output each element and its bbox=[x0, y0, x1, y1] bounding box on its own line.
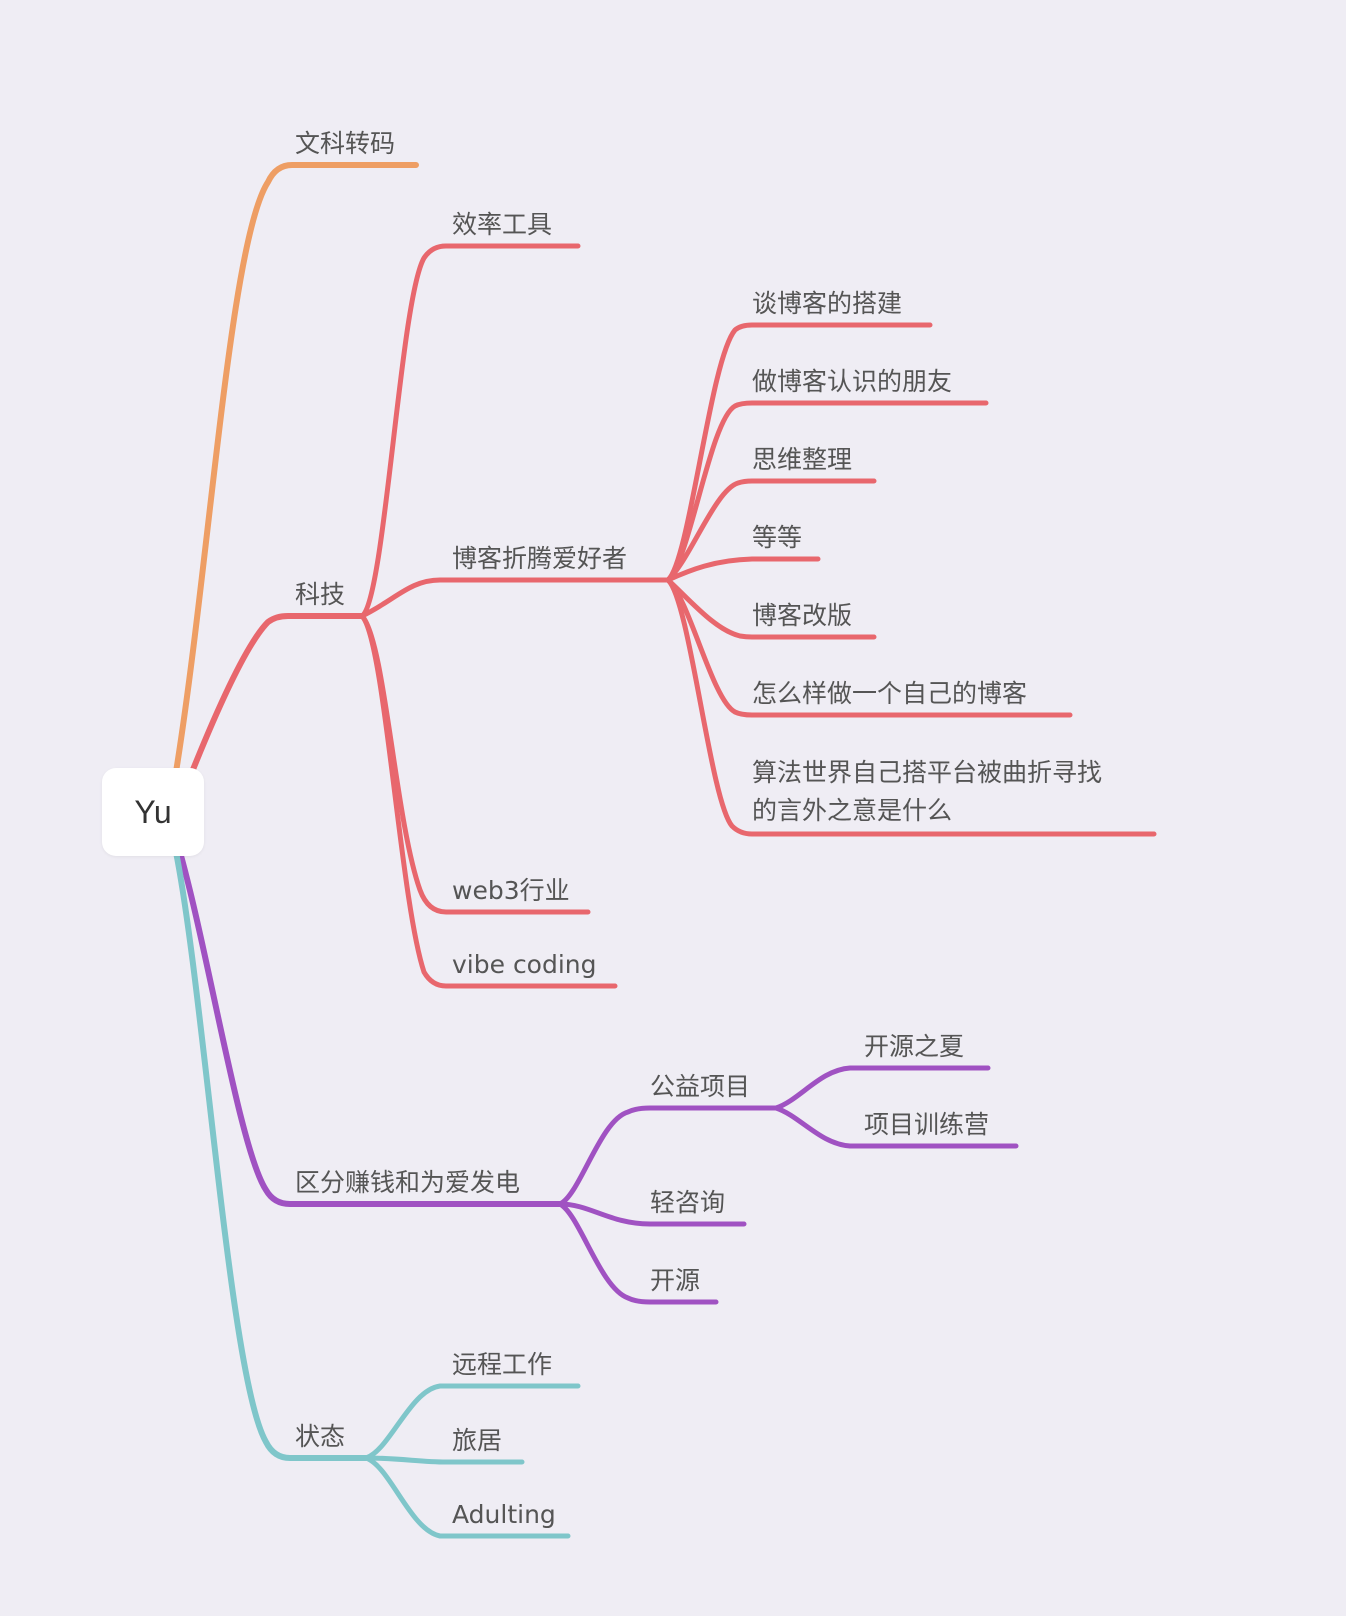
node-adulting[interactable]: Adulting bbox=[452, 1500, 556, 1529]
node-vibe[interactable]: vibe coding bbox=[452, 950, 597, 979]
node-qufen[interactable]: 区分赚钱和为爱发电 bbox=[295, 1168, 521, 1197]
node-yuancheng[interactable]: 远程工作 bbox=[452, 1350, 553, 1379]
node-boke-7-line2: 的言外之意是什么 bbox=[752, 796, 953, 825]
node-lvju[interactable]: 旅居 bbox=[452, 1426, 503, 1455]
node-boke-5[interactable]: 博客改版 bbox=[752, 601, 853, 630]
node-zhuangtai[interactable]: 状态 bbox=[295, 1422, 346, 1451]
node-keji[interactable]: 科技 bbox=[295, 580, 346, 609]
keji-connectors bbox=[359, 243, 671, 989]
node-boke[interactable]: 博客折腾爱好者 bbox=[452, 544, 628, 573]
node-web3[interactable]: web3行业 bbox=[452, 876, 570, 905]
node-boke-2[interactable]: 做博客认识的朋友 bbox=[752, 367, 953, 396]
node-gongyi[interactable]: 公益项目 bbox=[650, 1072, 751, 1101]
node-boke-3[interactable]: 思维整理 bbox=[752, 445, 853, 474]
connector-root-wenke bbox=[173, 162, 419, 775]
node-boke-6[interactable]: 怎么样做一个自己的博客 bbox=[752, 679, 1028, 708]
root-label: Yu bbox=[134, 793, 172, 830]
root-node[interactable]: Yu bbox=[102, 768, 204, 856]
connector-root-keji bbox=[189, 613, 365, 775]
qufen-connectors bbox=[557, 1065, 1019, 1305]
node-kaiyuan-zhixia[interactable]: 开源之夏 bbox=[864, 1032, 965, 1061]
connector-root-qufen bbox=[177, 849, 563, 1207]
node-qingzixun[interactable]: 轻咨询 bbox=[650, 1188, 726, 1217]
node-boke-7-line1: 算法世界自己搭平台被曲折寻找 bbox=[752, 758, 1103, 787]
node-boke-7[interactable]: 算法世界自己搭平台被曲折寻找 的言外之意是什么 bbox=[752, 754, 1102, 830]
connector-root-zhuangtai bbox=[173, 849, 369, 1461]
node-xiangmu-xunlianying[interactable]: 项目训练营 bbox=[864, 1110, 990, 1139]
node-xiaolv[interactable]: 效率工具 bbox=[452, 210, 553, 239]
zhuangtai-connectors bbox=[363, 1383, 581, 1539]
node-kaiyuan[interactable]: 开源 bbox=[650, 1266, 701, 1295]
node-boke-1[interactable]: 谈博客的搭建 bbox=[752, 289, 903, 318]
node-boke-4[interactable]: 等等 bbox=[752, 523, 803, 552]
boke-connectors bbox=[665, 322, 1157, 837]
node-wenke[interactable]: 文科转码 bbox=[295, 129, 396, 158]
